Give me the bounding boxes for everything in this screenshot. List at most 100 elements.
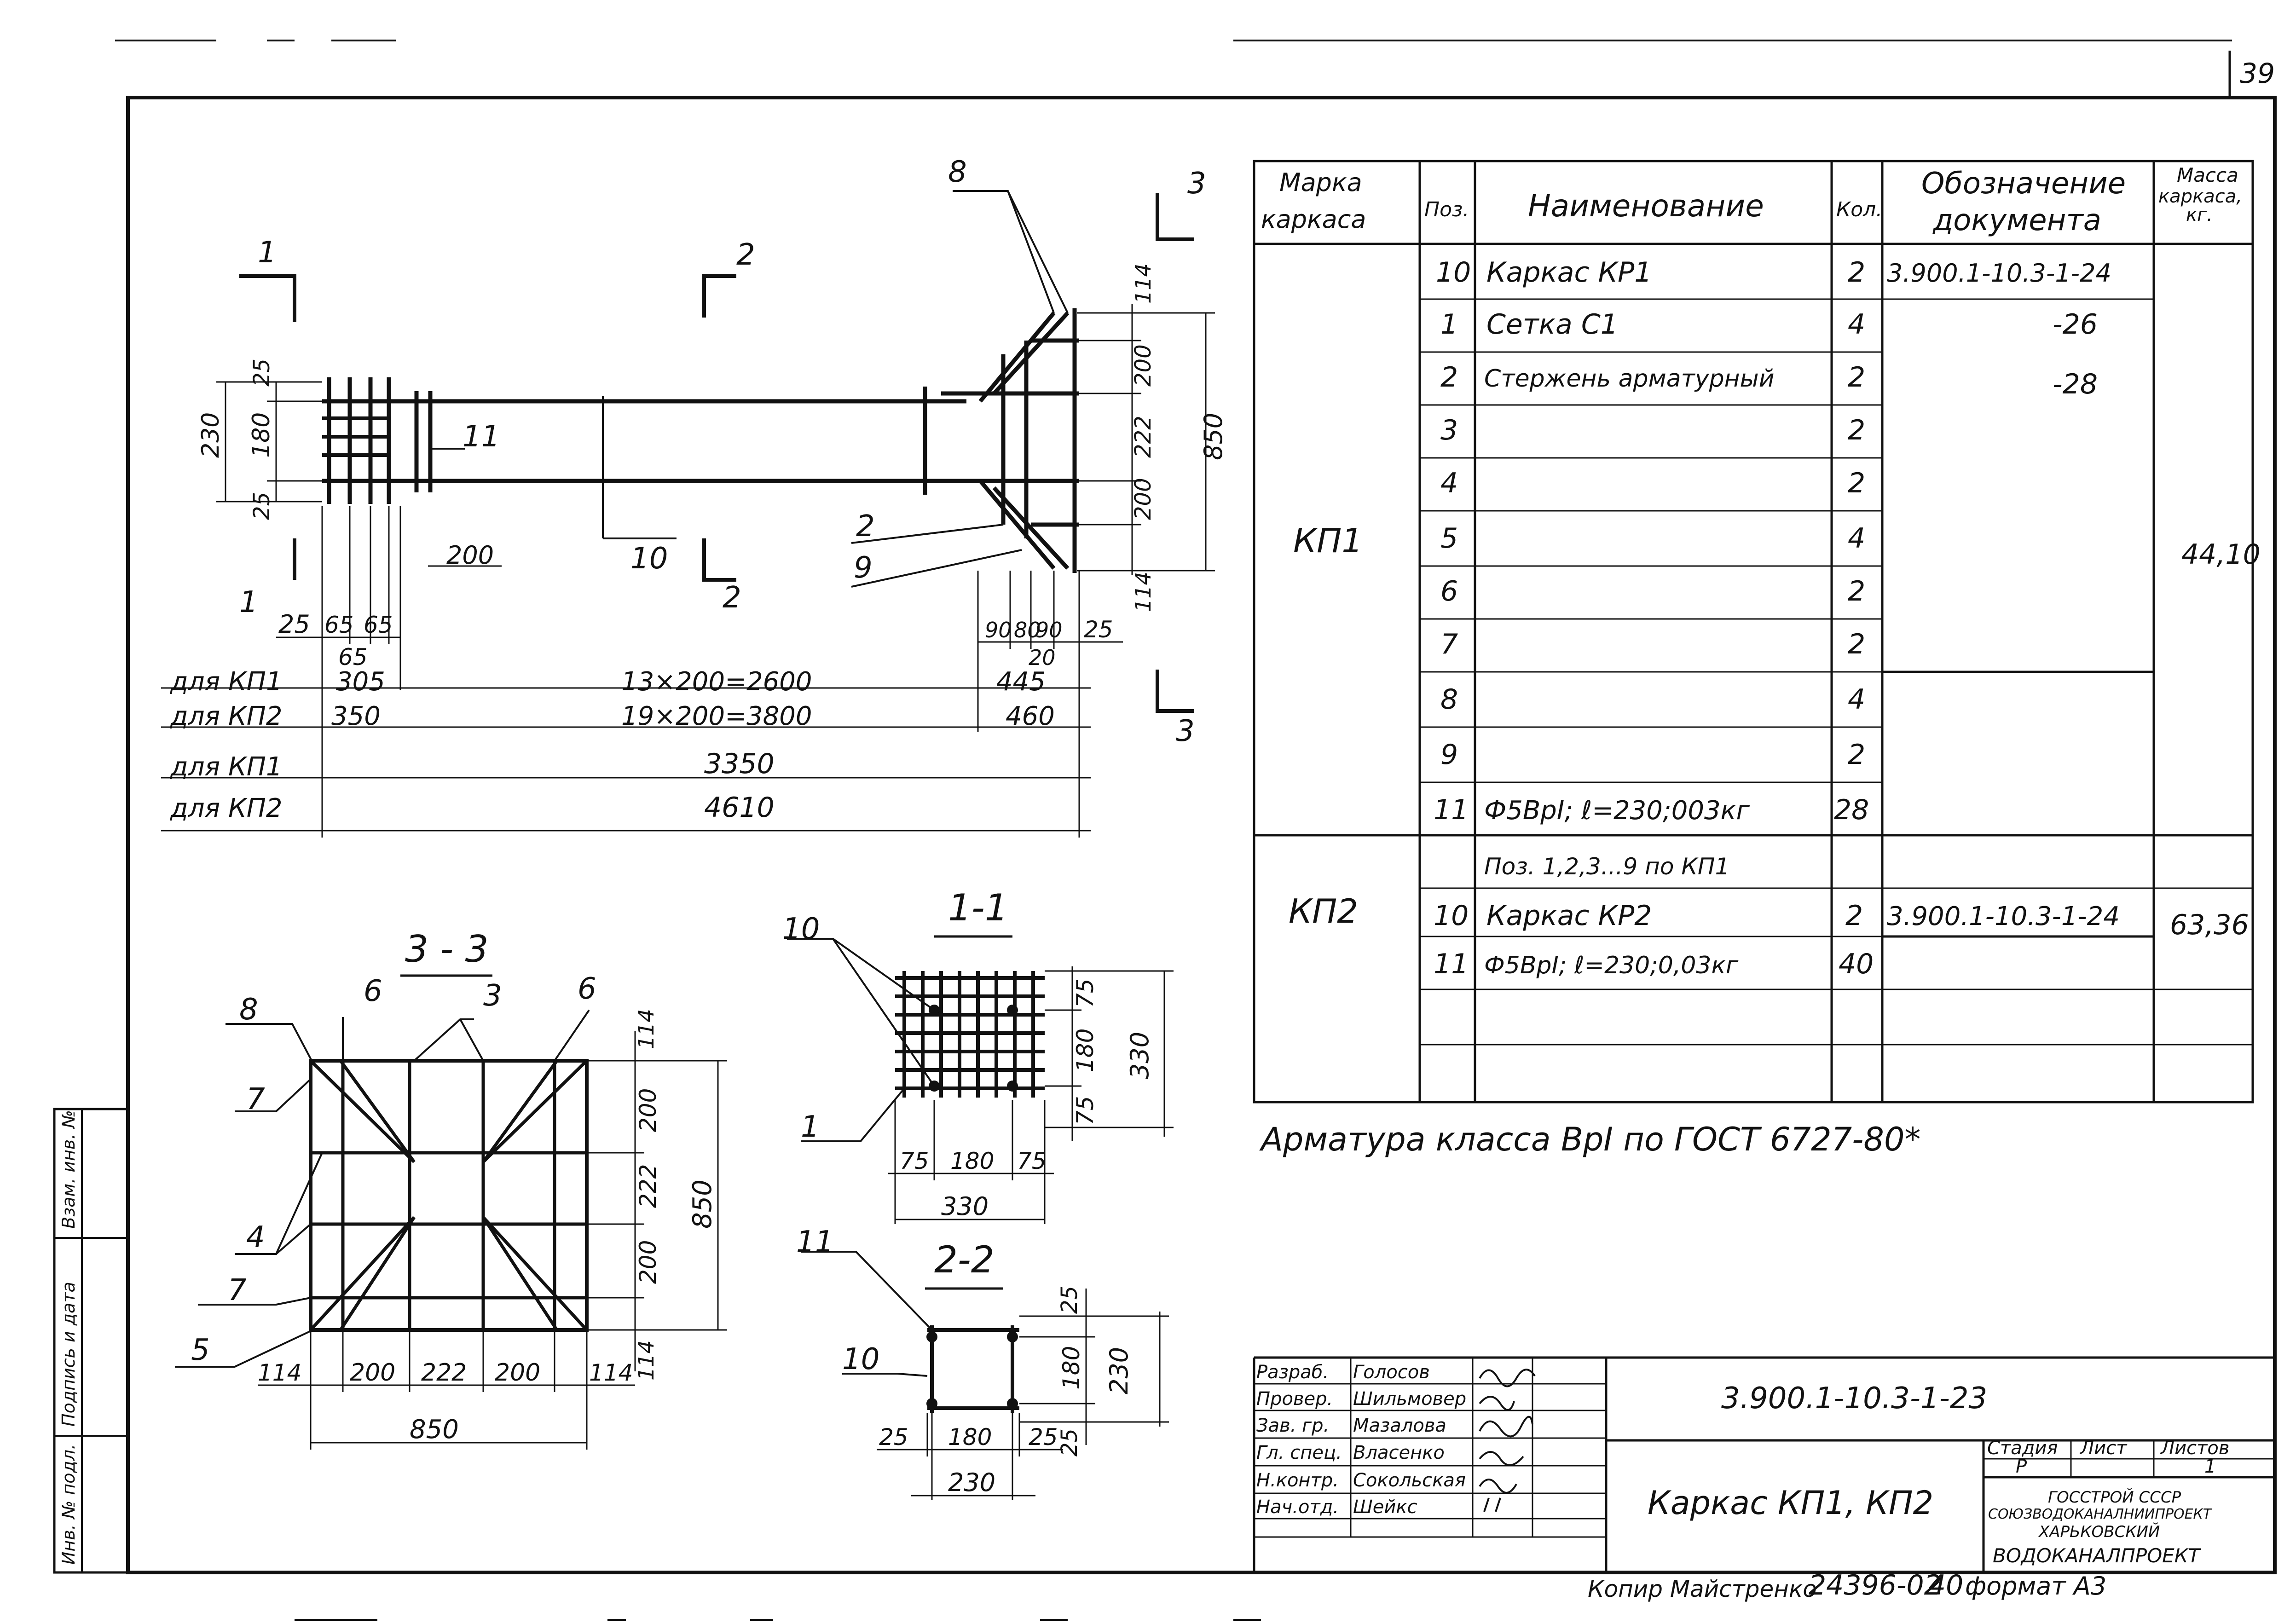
svg-text:25: 25 — [278, 610, 310, 639]
svg-text:2: 2 — [1848, 414, 1865, 446]
side-stamp: Инв. № подл. Подпись и дата Взам. инв. № — [53, 1108, 129, 1574]
svg-text:Р: Р — [2016, 1456, 2027, 1477]
svg-text:222: 222 — [635, 1164, 661, 1208]
svg-text:10: 10 — [630, 542, 668, 576]
svg-text:7: 7 — [1440, 628, 1458, 660]
svg-text:11: 11 — [796, 1225, 833, 1259]
side-stamp-sign: Подпись и дата — [58, 1282, 79, 1427]
svg-text:65: 65 — [338, 644, 368, 670]
svg-text:3: 3 — [1176, 714, 1195, 748]
svg-text:230: 230 — [948, 1468, 995, 1497]
svg-text:65: 65 — [364, 612, 393, 638]
section-3-3: 3 - 3 — [175, 928, 727, 1450]
sheet-number: 39 — [2240, 58, 2275, 90]
svg-text:Каркас КР1: Каркас КР1 — [1486, 256, 1652, 289]
svg-text:3: 3 — [1187, 167, 1206, 201]
svg-text:7: 7 — [246, 1082, 265, 1116]
svg-text:13×200=2600: 13×200=2600 — [621, 667, 812, 697]
svg-text:Провер.: Провер. — [1256, 1388, 1333, 1410]
svg-text:4: 4 — [246, 1220, 265, 1254]
svg-text:6: 6 — [364, 974, 382, 1008]
svg-text:Разраб.: Разраб. — [1256, 1362, 1329, 1383]
svg-text:для КП2: для КП2 — [170, 701, 283, 731]
signatures — [1479, 1369, 1536, 1512]
svg-text:1: 1 — [2204, 1456, 2216, 1477]
svg-text:6: 6 — [578, 972, 596, 1006]
svg-text:114: 114 — [634, 1340, 659, 1381]
svg-text:230: 230 — [197, 412, 225, 458]
svg-text:3: 3 — [483, 979, 502, 1013]
footer: Копир Майстренко 24396-02 40 формат А3 — [295, 1569, 2106, 1621]
svg-text:200: 200 — [1130, 344, 1156, 387]
svg-text:180: 180 — [248, 412, 275, 458]
spec-table: Марка каркаса Поз. Наименование Кол. Обо… — [1253, 160, 2261, 1104]
svg-text:2: 2 — [1848, 256, 1865, 289]
svg-text:каркаса: каркаса — [1261, 205, 1366, 234]
svg-text:Власенко: Власенко — [1353, 1442, 1445, 1463]
svg-text:Лист: Лист — [2079, 1438, 2128, 1459]
svg-text:для КП2: для КП2 — [170, 793, 283, 823]
svg-text:10: 10 — [782, 912, 820, 946]
svg-text:25: 25 — [879, 1424, 908, 1451]
svg-text:Каркас КР2: Каркас КР2 — [1486, 900, 1652, 932]
svg-text:3: 3 — [1440, 414, 1458, 446]
svg-text:Шильмовер: Шильмовер — [1353, 1388, 1466, 1410]
svg-text:8: 8 — [948, 155, 967, 189]
svg-text:11: 11 — [1434, 948, 1469, 980]
svg-text:65: 65 — [324, 612, 354, 638]
svg-text:Сокольская: Сокольская — [1353, 1470, 1466, 1491]
svg-text:документа: документа — [1932, 203, 2101, 237]
side-stamp-inv: Инв. № подл. — [58, 1444, 79, 1565]
svg-text:445: 445 — [996, 667, 1046, 697]
svg-text:200: 200 — [1130, 478, 1156, 520]
svg-text:11: 11 — [1434, 794, 1469, 826]
svg-text:5: 5 — [191, 1333, 210, 1367]
svg-text:Обозначение: Обозначение — [1921, 167, 2126, 201]
svg-text:2: 2 — [856, 509, 875, 543]
svg-text:Ф5ВрI; ℓ=230;003кг: Ф5ВрI; ℓ=230;003кг — [1484, 796, 1750, 826]
svg-text:Голосов: Голосов — [1353, 1362, 1430, 1383]
svg-text:3.900.1-10.3-1-23: 3.900.1-10.3-1-23 — [1721, 1381, 1987, 1416]
svg-text:Сетка С1: Сетка С1 — [1486, 308, 1618, 341]
svg-text:200: 200 — [635, 1240, 661, 1284]
svg-text:25: 25 — [249, 492, 275, 520]
svg-text:330: 330 — [1125, 1032, 1154, 1079]
svg-text:Кол.: Кол. — [1836, 198, 1882, 221]
svg-text:4: 4 — [1440, 467, 1458, 499]
svg-text:90: 90 — [1035, 618, 1063, 642]
svg-text:330: 330 — [941, 1192, 989, 1221]
svg-text:Стержень арматурный: Стержень арматурный — [1484, 365, 1775, 393]
svg-text:кг.: кг. — [2186, 204, 2213, 225]
svg-text:Шейкс: Шейкс — [1353, 1497, 1417, 1518]
svg-text:Нач.отд.: Нач.отд. — [1256, 1497, 1339, 1518]
svg-text:Ф5ВрI; ℓ=230;0,03кг: Ф5ВрI; ℓ=230;0,03кг — [1484, 952, 1739, 979]
svg-text:6: 6 — [1440, 575, 1458, 607]
svg-text:75: 75 — [1072, 978, 1099, 1008]
svg-text:25: 25 — [1084, 616, 1113, 643]
svg-text:850: 850 — [410, 1415, 459, 1445]
svg-text:114: 114 — [634, 1009, 659, 1049]
svg-text:19×200=3800: 19×200=3800 — [621, 701, 812, 731]
svg-text:Каркас КП1, КП2: Каркас КП1, КП2 — [1648, 1484, 1933, 1522]
svg-text:305: 305 — [336, 667, 385, 697]
svg-text:10: 10 — [1436, 256, 1471, 289]
svg-text:Гл. спец.: Гл. спец. — [1256, 1442, 1342, 1463]
svg-text:114: 114 — [1131, 263, 1156, 304]
svg-text:5: 5 — [1440, 522, 1458, 555]
section-2-2: 2-2 11 10 25 180 25 230 — [796, 1225, 1169, 1500]
svg-text:2-2: 2-2 — [934, 1238, 995, 1281]
svg-text:3350: 3350 — [704, 748, 775, 780]
svg-text:25: 25 — [1057, 1428, 1082, 1456]
svg-text:850: 850 — [1199, 413, 1228, 460]
svg-text:114: 114 — [589, 1359, 633, 1386]
svg-text:24396-02: 24396-02 — [1809, 1569, 1942, 1601]
svg-text:1-1: 1-1 — [948, 886, 1008, 929]
svg-text:Поз.: Поз. — [1424, 198, 1469, 221]
svg-text:4: 4 — [1848, 683, 1865, 716]
svg-text:-28: -28 — [2053, 368, 2098, 400]
svg-text:-26: -26 — [2053, 308, 2098, 341]
reinforcement-note: Арматура класса ВрI по ГОСТ 6727-80* — [1259, 1121, 1921, 1158]
svg-text:1: 1 — [1440, 308, 1458, 341]
svg-text:11: 11 — [463, 420, 500, 454]
